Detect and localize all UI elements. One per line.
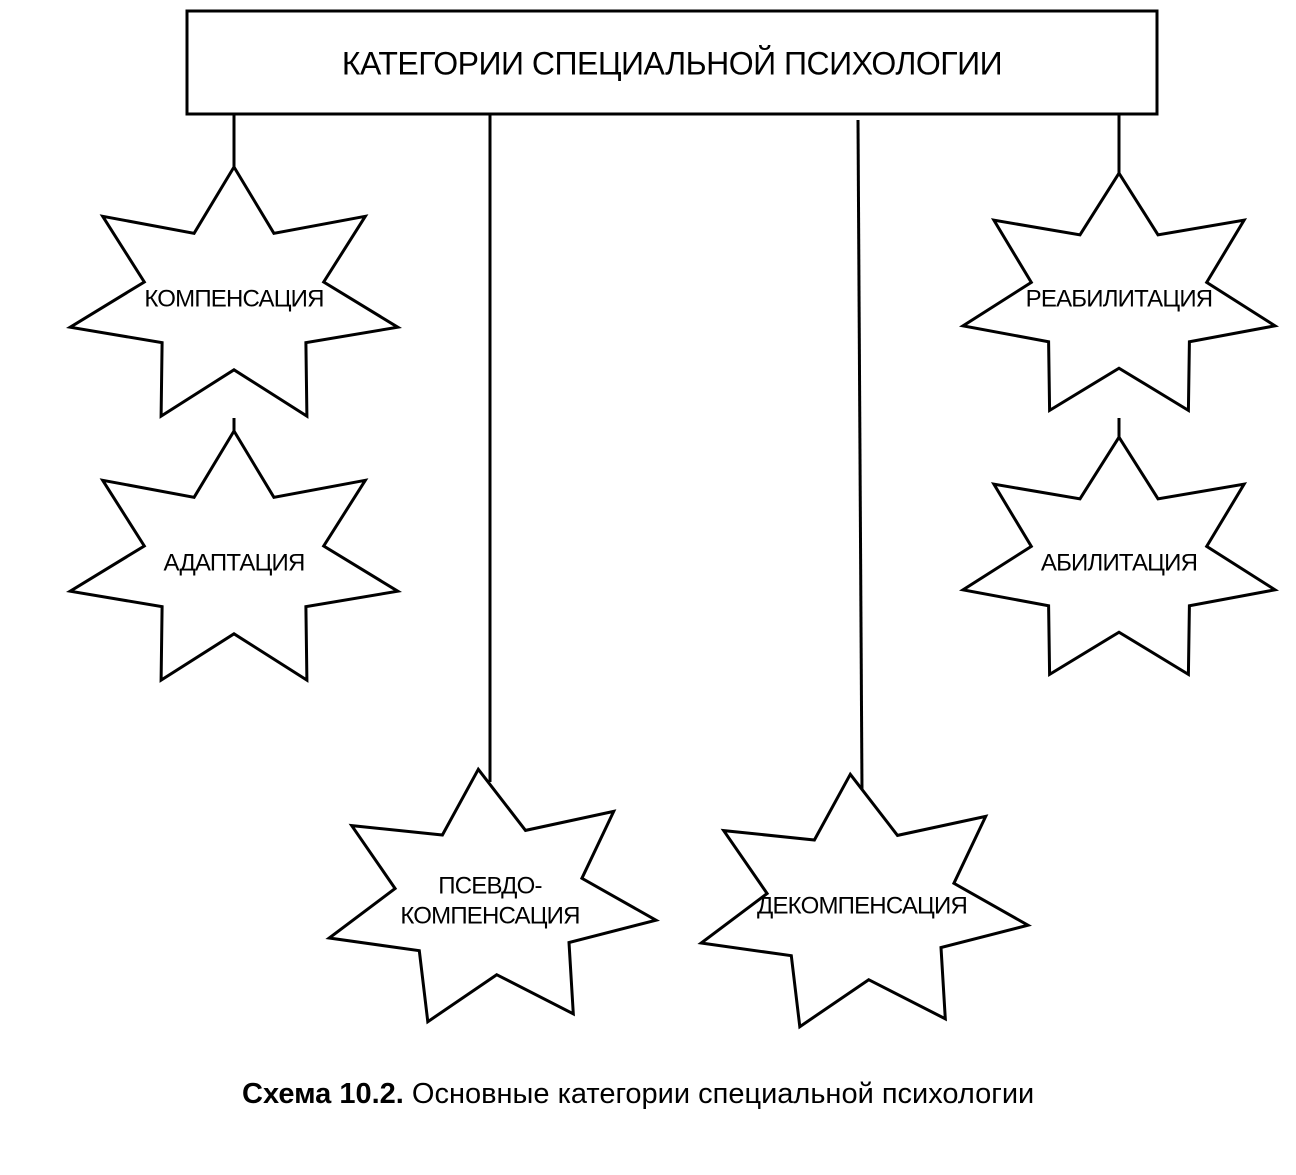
star-shape (958, 434, 1280, 678)
category-stars: КОМПЕНСАЦИЯ АДАПТАЦИЯ РЕАБИЛИТАЦИЯ АБИЛИТАЦ… (65, 164, 1280, 1030)
star-shape (697, 771, 1032, 1030)
title-box (185, 9, 1159, 116)
connector-line (856, 119, 864, 793)
star-label-decompensation: ДЕКОМПЕНСАЦИЯ (757, 892, 967, 919)
star-shape (958, 170, 1280, 414)
caption-text: Основные категории специальной психологи… (411, 1078, 1035, 1110)
star-adaptation: АДАПТАЦИЯ (65, 428, 403, 683)
star-label-habilitation: АБИЛИТАЦИЯ (1041, 549, 1197, 576)
star-label-rehabilitation: РЕАБИЛИТАЦИЯ (1026, 285, 1213, 312)
star-pseudocompensation: ПСЕВДО- КОМПЕНСАЦИЯ (325, 766, 660, 1025)
star-rehabilitation: РЕАБИЛИТАЦИЯ (958, 170, 1280, 414)
star-compensation: КОМПЕНСАЦИЯ (65, 164, 403, 419)
star-shape (65, 164, 403, 419)
star-label-compensation: КОМПЕНСАЦИЯ (144, 285, 323, 312)
star-shape (65, 428, 403, 683)
star-decompensation: ДЕКОМПЕНСАЦИЯ (697, 771, 1032, 1030)
star-label-adaptation: АДАПТАЦИЯ (163, 549, 304, 576)
star-label-pseudocompensation: КОМПЕНСАЦИЯ (400, 902, 579, 929)
star-label-pseudocompensation: ПСЕВДО- (438, 872, 541, 899)
caption-number: Схема 10.2. (242, 1078, 404, 1110)
star-habilitation: АБИЛИТАЦИЯ (958, 434, 1280, 678)
star-shape (325, 766, 660, 1025)
diagram-title: КАТЕГОРИИ СПЕЦИАЛЬНОЙ ПСИХОЛОГИИ (342, 45, 1002, 81)
diagram-caption: Схема 10.2. Основные категории специальн… (242, 1078, 1034, 1111)
